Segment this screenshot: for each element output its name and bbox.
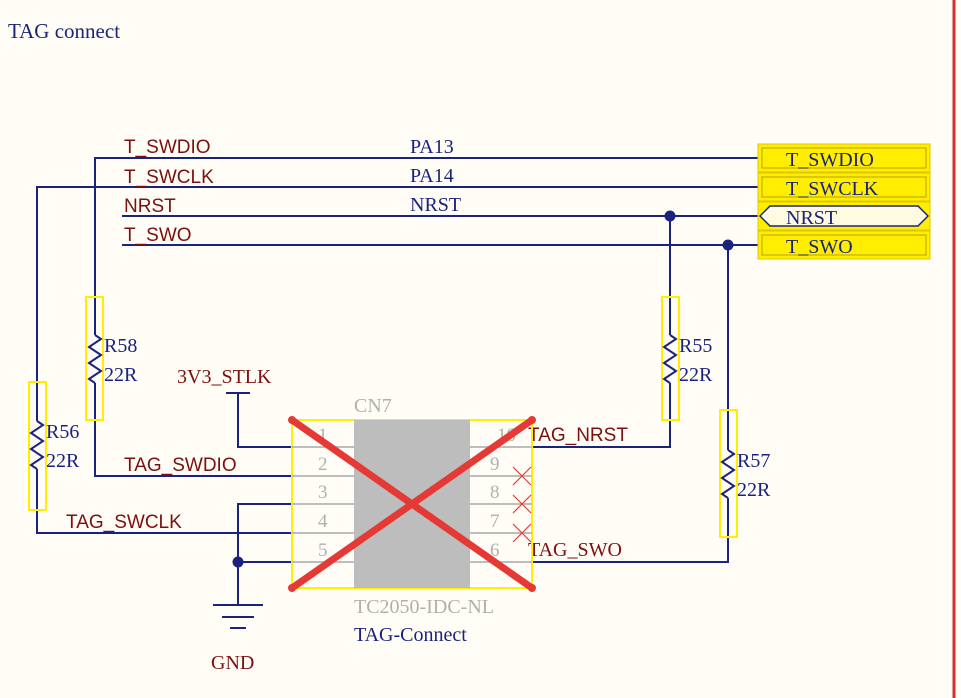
cn7-part-number: TC2050-IDC-NL: [354, 596, 494, 618]
r57-highlight: [719, 409, 738, 538]
r55-ref: R55: [679, 335, 712, 357]
junction-nrst: [664, 210, 676, 222]
r55-zigzag: [662, 334, 678, 384]
r58-ref: R58: [104, 335, 137, 357]
cn7-pin-stubs: [292, 446, 532, 563]
wire-tag-nrst: [532, 420, 671, 448]
resistor-r57[interactable]: R57 22R: [719, 409, 771, 538]
port-t-swdio-box: [757, 143, 931, 173]
junction-gnd: [232, 556, 244, 568]
port-t-swclk[interactable]: T_SWCLK: [757, 172, 931, 202]
pin-number-3: 3: [318, 482, 328, 503]
pin-number-1: 1: [318, 425, 328, 446]
power-gnd[interactable]: GND: [211, 604, 263, 674]
resistor-r58[interactable]: R58 22R: [85, 296, 138, 421]
net-label-tag-nrst: TAG_NRST: [528, 425, 628, 446]
r56-zigzag: [29, 420, 45, 470]
net-labels: T_SWDIO T_SWCLK NRST T_SWO TAG_SWDIO TAG…: [66, 137, 628, 533]
r57-ref: R57: [737, 450, 770, 472]
net-alias-nrst: NRST: [410, 194, 461, 216]
r58-value: 22R: [104, 364, 138, 386]
junctions: [232, 210, 734, 568]
port-t-swclk-label: T_SWCLK: [786, 178, 879, 200]
power-3v3-label: 3V3_STLK: [177, 366, 272, 388]
wire-tag-swo: [532, 537, 729, 563]
port-t-swo-frame: [761, 234, 927, 256]
pin-number-2: 2: [318, 454, 328, 475]
wire-t-swclk: [36, 186, 758, 382]
r55-highlight: [661, 296, 680, 421]
cn7-designator: CN7: [354, 395, 392, 417]
wires: [36, 157, 758, 605]
not-fitted-corner-dots: [288, 416, 536, 592]
wire-gnd-pin3: [237, 503, 292, 605]
port-t-swdio-frame: [761, 147, 927, 169]
port-t-swdio-label: T_SWDIO: [786, 149, 874, 171]
cn7-description: TAG-Connect: [354, 624, 467, 646]
resistor-r56[interactable]: R56 22R: [28, 381, 80, 511]
net-aliases: PA13 PA14 NRST: [410, 136, 461, 216]
net-label-tag-swdio: TAG_SWDIO: [124, 455, 237, 476]
sheet-title: TAG connect: [8, 19, 120, 43]
port-t-swo-label: T_SWO: [786, 236, 853, 258]
r57-zigzag: [720, 449, 736, 499]
r58-zigzag: [87, 334, 103, 384]
net-label-tag-swo: TAG_SWO: [528, 539, 622, 561]
r56-highlight: [28, 381, 47, 511]
pin-number-9: 9: [490, 454, 500, 475]
r56-ref: R56: [46, 421, 79, 443]
pin-number-5: 5: [318, 540, 328, 561]
port-t-swclk-frame: [761, 176, 927, 198]
net-label-nrst: NRST: [124, 196, 176, 217]
net-alias-pa14: PA14: [410, 165, 454, 187]
wire-tag-swdio: [94, 420, 292, 477]
port-t-swo[interactable]: T_SWO: [757, 230, 931, 260]
pin-number-4: 4: [318, 511, 328, 532]
port-nrst-label: NRST: [786, 207, 837, 229]
not-fitted-cross: [288, 416, 536, 592]
r56-value: 22R: [46, 450, 80, 472]
net-label-t-swdio: T_SWDIO: [124, 137, 211, 158]
net-alias-pa13: PA13: [410, 136, 454, 158]
r58-highlight: [85, 296, 104, 421]
no-connect-markers: [512, 466, 532, 543]
pin-number-8: 8: [490, 482, 500, 503]
cn7-pin-numbers: 1 2 3 4 5 10 9 8 7 6: [318, 425, 516, 561]
wire-t-swdio: [94, 157, 758, 297]
net-label-t-swclk: T_SWCLK: [124, 167, 214, 188]
port-nrst-bidir-shape: [758, 205, 930, 227]
r57-value: 22R: [737, 479, 771, 501]
r55-value: 22R: [679, 364, 713, 386]
port-t-swclk-box: [757, 172, 931, 202]
connector-cn7[interactable]: 1 2 3 4 5 10 9 8 7 6 CN7 TC2050-IDC-NL T…: [288, 395, 536, 646]
port-nrst[interactable]: NRST: [757, 201, 931, 231]
pin-number-6: 6: [490, 540, 500, 561]
net-label-tag-swclk: TAG_SWCLK: [66, 512, 182, 533]
wire-3v3: [237, 393, 292, 448]
wire-tag-swclk: [36, 510, 292, 534]
net-label-t-swo: T_SWO: [124, 225, 192, 246]
junction-t-swo: [722, 239, 734, 251]
power-gnd-label: GND: [211, 652, 254, 674]
power-3v3[interactable]: 3V3_STLK: [177, 366, 272, 394]
pin-number-7: 7: [490, 511, 500, 532]
resistor-r55[interactable]: R55 22R: [661, 296, 713, 421]
port-t-swdio[interactable]: T_SWDIO: [757, 143, 931, 173]
port-t-swo-box: [757, 230, 931, 260]
